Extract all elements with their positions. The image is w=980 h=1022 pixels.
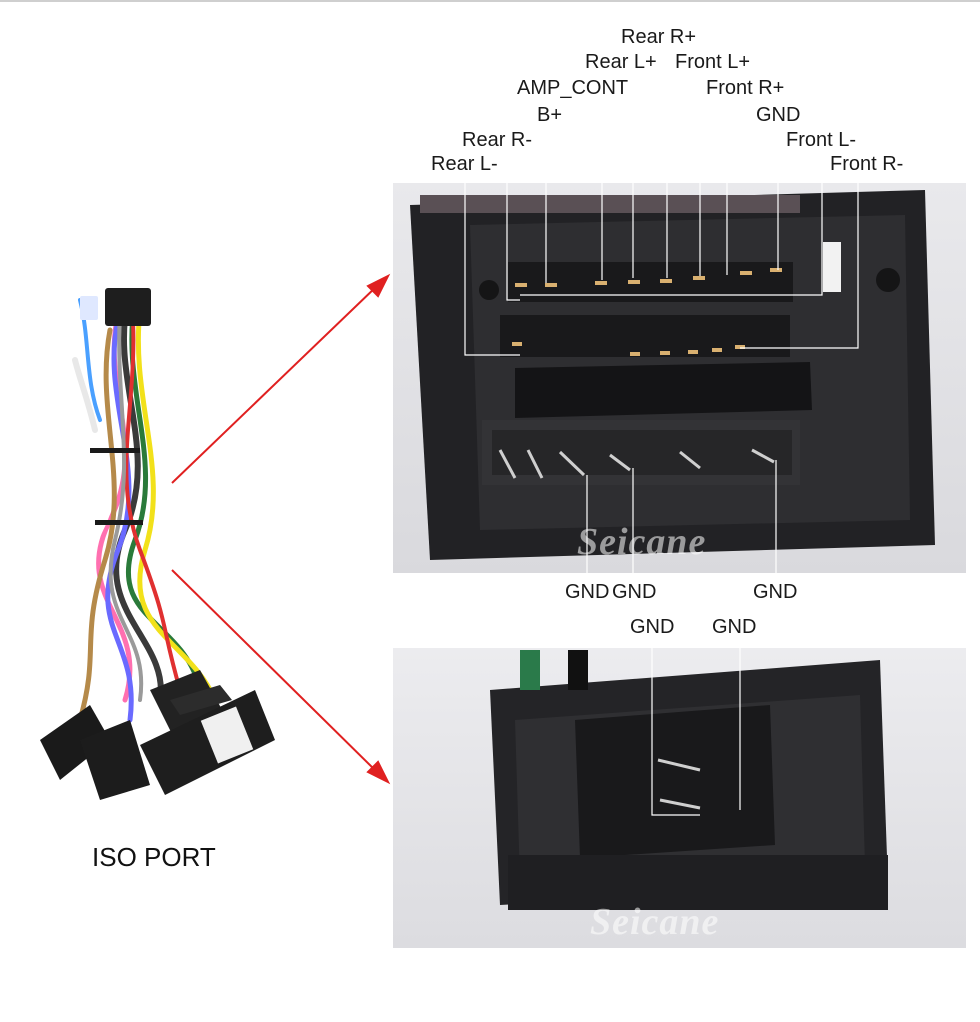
leader-lines-bottom <box>651 640 741 816</box>
label-rear-l-plus: Rear L+ <box>585 51 657 73</box>
label-front-l-minus: Front L- <box>786 129 857 151</box>
label-gnd-top: GND <box>756 104 801 126</box>
label-front-r-plus: Front R+ <box>706 77 785 99</box>
top-divider <box>0 0 980 2</box>
label-rear-r-minus: Rear R- <box>462 129 533 151</box>
watermark-bottom: Seicane <box>590 901 720 943</box>
label-rear-r-plus: Rear R+ <box>621 26 697 48</box>
watermark-top: Seicane <box>577 521 707 563</box>
blue-plug <box>80 296 98 320</box>
bottom-connector-photo <box>490 650 888 910</box>
label-gnd-bottom-1: GND <box>630 616 675 638</box>
top-connector-photo <box>410 190 935 560</box>
label-front-r-minus: Front R- <box>830 153 904 175</box>
label-rear-l-minus: Rear L- <box>431 153 498 175</box>
arrow-to-bottom <box>171 569 391 785</box>
zip-tie <box>90 448 140 453</box>
zip-tie <box>95 520 143 525</box>
pin-row-bottom <box>657 758 701 810</box>
iso-port-caption: ISO PORT <box>92 842 216 872</box>
label-b-plus: B+ <box>537 104 563 126</box>
label-amp-cont: AMP_CONT <box>517 77 629 99</box>
leader-lines-top <box>464 47 859 578</box>
pin-row-upper <box>515 268 782 287</box>
label-front-l-plus: Front L+ <box>675 51 751 73</box>
harness-connectors <box>40 670 275 800</box>
label-gnd-mid-2: GND <box>612 581 657 603</box>
wire-bundle <box>72 297 218 723</box>
pin-row-gnd <box>498 448 775 479</box>
top-connector <box>105 288 151 326</box>
label-gnd-mid-3: GND <box>753 581 798 603</box>
label-gnd-mid-1: GND <box>565 581 610 603</box>
pin-row-lower <box>512 342 745 356</box>
label-gnd-bottom-2: GND <box>712 616 757 638</box>
arrow-to-top <box>171 273 391 484</box>
